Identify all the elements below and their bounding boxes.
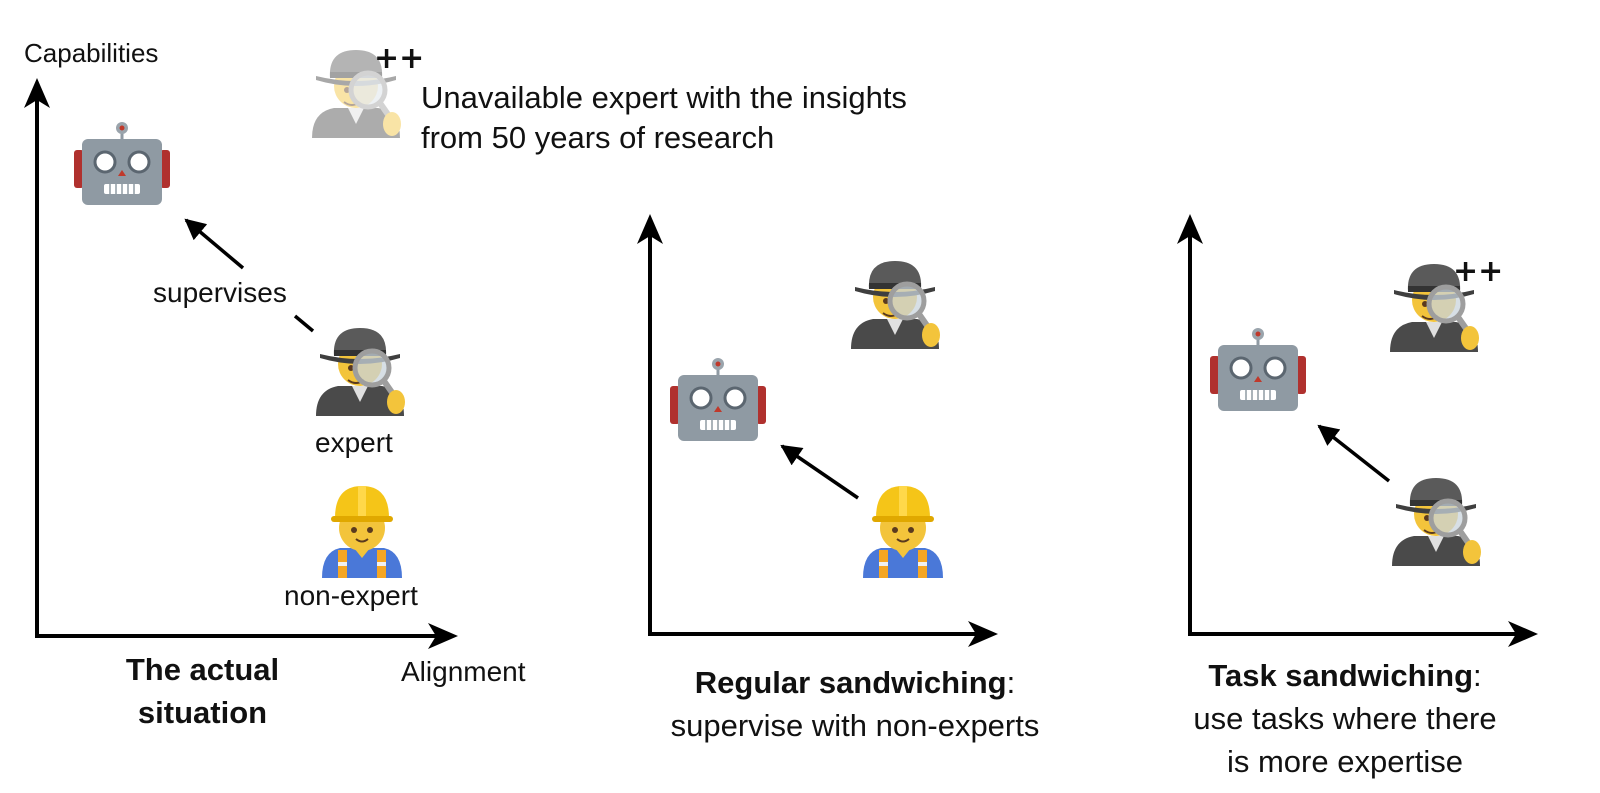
supervises-arrow [184, 218, 245, 270]
plus-marker: ++ [1453, 254, 1504, 289]
panel-actual-caption: The actual situation [100, 648, 305, 734]
panel-regular-axes [637, 214, 998, 647]
panel-task-axes [1177, 214, 1538, 647]
caption-title: Task sandwiching: [1150, 654, 1540, 697]
capabilities-axis-label: Capabilities [24, 38, 159, 68]
alignment-axis-label: Alignment [401, 656, 526, 687]
panel-regular-caption: Regular sandwiching: supervise with non-… [630, 661, 1080, 747]
panel-actual-axes [24, 78, 458, 649]
robot-icon [72, 120, 172, 207]
x-axis-arrowhead [1508, 621, 1538, 647]
expert-label: expert [315, 427, 393, 458]
panel-task-caption: Task sandwiching: use tasks where there … [1150, 654, 1540, 783]
caption-subtitle: is more expertise [1226, 744, 1464, 779]
detective-icon [851, 261, 940, 349]
supervises-arrow-tail [293, 314, 315, 333]
detective-icon [316, 328, 405, 416]
note-line-2: from 50 years of research [421, 120, 775, 155]
caption-colon: : [1473, 658, 1482, 693]
caption-colon: : [1006, 665, 1016, 700]
construction-worker-icon [321, 485, 403, 579]
x-axis-arrowhead [428, 623, 458, 649]
y-axis-arrowhead [24, 78, 50, 108]
supervision-arrow [1317, 424, 1391, 483]
y-axis-arrowhead [1177, 214, 1203, 244]
caption-title: Regular sandwiching: [630, 661, 1080, 704]
note-line-1: Unavailable expert with the insights [421, 80, 907, 115]
x-axis-arrowhead [968, 621, 998, 647]
caption-title-bold: Task sandwiching [1208, 658, 1474, 693]
caption-line: The actual [125, 652, 280, 687]
robot-icon [668, 356, 768, 443]
supervision-arrow [780, 444, 859, 500]
caption-subtitle: supervise with non-experts [670, 708, 1040, 743]
caption-subtitle: use tasks where there [1193, 701, 1497, 736]
y-axis-arrowhead [637, 214, 663, 244]
plus-marker: ++ [374, 41, 425, 76]
caption-line: situation [137, 695, 268, 730]
supervises-label: supervises [153, 277, 287, 308]
non-expert-label: non-expert [284, 580, 418, 611]
caption-title-bold: Regular sandwiching [694, 665, 1007, 700]
construction-worker-icon [862, 485, 944, 579]
robot-icon [1208, 326, 1308, 413]
detective-icon [1392, 478, 1481, 566]
